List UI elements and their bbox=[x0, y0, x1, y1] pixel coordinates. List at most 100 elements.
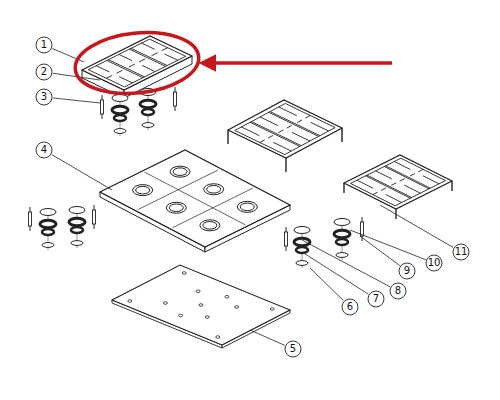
callout-circle bbox=[36, 89, 52, 105]
plate-hole bbox=[235, 306, 239, 309]
plate-hole bbox=[205, 316, 209, 319]
igniter-wire bbox=[94, 224, 95, 229]
burner-ring bbox=[142, 109, 154, 115]
grate-finger bbox=[423, 176, 439, 184]
igniter-tip bbox=[362, 217, 363, 222]
grate-finger bbox=[391, 183, 396, 186]
grate-finger bbox=[418, 169, 423, 172]
grate-finger bbox=[287, 125, 292, 128]
grate-finger bbox=[260, 117, 278, 126]
grate-finger bbox=[116, 70, 122, 73]
burner-cap bbox=[294, 227, 310, 234]
grate-finger bbox=[278, 130, 283, 133]
grate-frame bbox=[228, 100, 342, 158]
plate-hole bbox=[163, 302, 167, 305]
callout-circle bbox=[36, 37, 52, 53]
burner-base bbox=[42, 243, 54, 248]
plate-hole bbox=[199, 304, 203, 307]
igniter bbox=[174, 87, 177, 111]
plate-hole bbox=[182, 272, 186, 275]
grate-finger bbox=[165, 54, 178, 60]
pointer-arrow bbox=[202, 61, 392, 65]
leader-line bbox=[360, 236, 400, 266]
panel-outline bbox=[100, 150, 290, 247]
grate-bar bbox=[386, 166, 431, 188]
burner-base bbox=[142, 123, 154, 128]
burner-ring bbox=[42, 229, 54, 235]
callout-number: 8 bbox=[390, 283, 406, 299]
igniter bbox=[29, 207, 32, 231]
grate-leg bbox=[227, 130, 228, 144]
burner-opening bbox=[169, 204, 183, 212]
grate-leg bbox=[285, 158, 286, 172]
burner-ring bbox=[114, 115, 126, 121]
callout-circle bbox=[342, 299, 358, 315]
callout-number: 10 bbox=[426, 255, 442, 271]
callout-circle bbox=[399, 263, 415, 279]
grate-finger bbox=[119, 77, 132, 83]
grate-finger bbox=[357, 180, 373, 188]
callout-number: 11 bbox=[453, 244, 469, 260]
igniter-body bbox=[101, 100, 104, 114]
igniter-wire bbox=[30, 226, 31, 231]
grate-finger bbox=[373, 192, 378, 195]
bottom-plate bbox=[112, 265, 290, 348]
grate-finger bbox=[297, 120, 302, 123]
burner-opening bbox=[237, 201, 257, 212]
plate-hole bbox=[225, 295, 229, 298]
igniter-body bbox=[285, 232, 288, 246]
igniter-tip bbox=[94, 205, 95, 210]
grate-bar bbox=[108, 60, 144, 77]
burner-opening bbox=[207, 185, 221, 193]
grate-finger bbox=[260, 140, 265, 143]
grate-finger bbox=[268, 135, 273, 138]
burner-opening bbox=[136, 186, 150, 194]
burner-base bbox=[71, 241, 83, 246]
igniter bbox=[285, 227, 288, 251]
igniter-tip bbox=[175, 87, 176, 92]
grate-frame bbox=[235, 103, 335, 154]
callout-circle bbox=[36, 64, 52, 80]
igniter-tip bbox=[286, 227, 287, 232]
burner-cap bbox=[40, 209, 56, 216]
grate-finger bbox=[273, 142, 291, 151]
callout-number: 7 bbox=[368, 291, 384, 307]
grate-finger bbox=[142, 43, 155, 49]
grate-finger bbox=[96, 66, 109, 72]
callout-circle bbox=[390, 283, 406, 299]
igniter-tip bbox=[30, 207, 31, 212]
grate-bar bbox=[367, 175, 412, 197]
burner-stack bbox=[334, 218, 350, 260]
grate-finger bbox=[400, 179, 405, 182]
leader-line bbox=[302, 240, 390, 287]
burner-stack bbox=[69, 206, 85, 248]
grate-frame bbox=[88, 39, 185, 87]
burner-stack bbox=[40, 208, 56, 250]
grate-bar bbox=[366, 176, 411, 198]
grate bbox=[344, 155, 452, 219]
grate-finger bbox=[305, 115, 310, 118]
grate-frame bbox=[344, 155, 452, 209]
grate-finger bbox=[119, 54, 132, 60]
burner-opening bbox=[166, 202, 186, 213]
burner-opening bbox=[170, 166, 190, 177]
burner-base bbox=[114, 129, 126, 134]
grate-finger bbox=[381, 188, 386, 191]
callout-number: 4 bbox=[36, 142, 52, 158]
leader-line bbox=[310, 268, 344, 301]
leader-line bbox=[302, 252, 368, 294]
plate-hole bbox=[128, 300, 132, 303]
igniter-tip bbox=[102, 95, 103, 100]
burner-head bbox=[69, 218, 85, 226]
burner-head bbox=[40, 220, 56, 228]
leader-line bbox=[52, 155, 112, 190]
burner-head bbox=[294, 238, 310, 246]
burner-ring bbox=[71, 227, 83, 233]
burner-opening bbox=[200, 220, 220, 231]
cooktop-panel bbox=[100, 150, 290, 252]
burner-stack bbox=[294, 226, 310, 268]
grate-bar bbox=[107, 60, 143, 77]
grate-leg bbox=[343, 183, 344, 193]
burner-base bbox=[296, 261, 308, 266]
